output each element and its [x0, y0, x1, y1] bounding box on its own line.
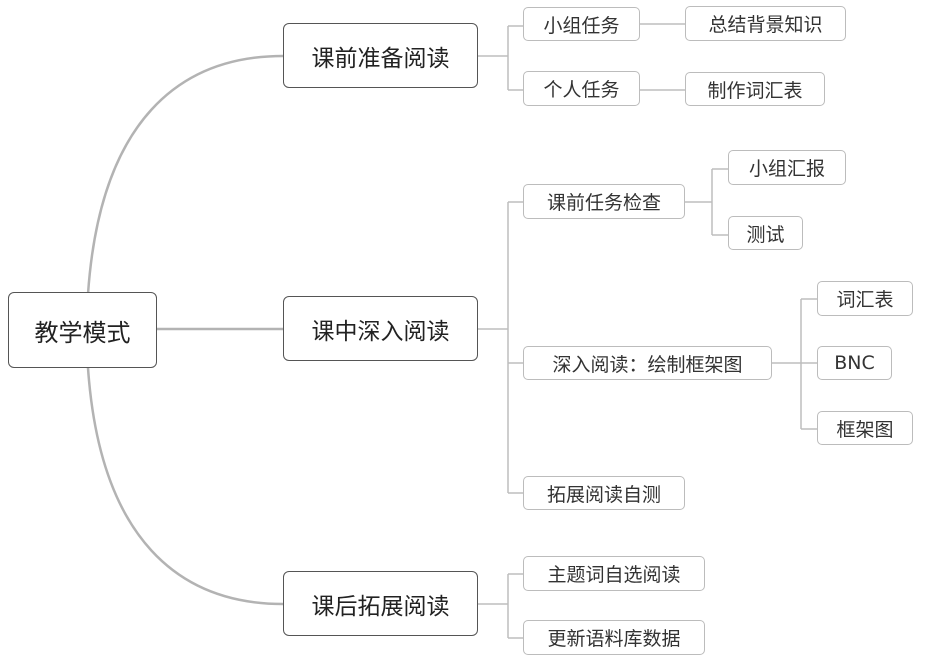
node-group-report[interactable]: 小组汇报 — [728, 150, 846, 185]
node-summarize-background[interactable]: 总结背景知识 — [685, 6, 846, 41]
node-deep-reading-framework[interactable]: 深入阅读：绘制框架图 — [523, 346, 772, 380]
node-extended-reading-self-test[interactable]: 拓展阅读自测 — [523, 476, 685, 510]
link-b1c0-leaves — [685, 168, 728, 236]
branch-post-class-reading[interactable]: 课后拓展阅读 — [283, 571, 478, 636]
node-topic-word-reading[interactable]: 主题词自选阅读 — [523, 556, 705, 591]
link-branch-0-children — [478, 25, 523, 91]
node-individual-task[interactable]: 个人任务 — [523, 71, 640, 106]
link-root-branch-2 — [86, 366, 285, 606]
node-make-vocabulary-list[interactable]: 制作词汇表 — [685, 72, 825, 106]
node-test[interactable]: 测试 — [728, 216, 803, 250]
branch-pre-class-reading[interactable]: 课前准备阅读 — [283, 23, 478, 88]
link-root-branch-0 — [86, 54, 285, 296]
node-pre-task-check[interactable]: 课前任务检查 — [523, 184, 685, 219]
node-group-task[interactable]: 小组任务 — [523, 7, 640, 41]
node-bnc[interactable]: BNC — [817, 346, 892, 380]
link-b1c1-leaves — [772, 298, 817, 430]
branch-in-class-reading[interactable]: 课中深入阅读 — [283, 296, 478, 361]
node-update-corpus-data[interactable]: 更新语料库数据 — [523, 620, 705, 655]
link-branch-2-children — [478, 573, 523, 639]
node-framework-diagram[interactable]: 框架图 — [817, 411, 913, 445]
link-branch-1-children — [478, 201, 523, 494]
node-vocabulary-list[interactable]: 词汇表 — [817, 281, 913, 316]
root-node[interactable]: 教学模式 — [8, 292, 157, 368]
